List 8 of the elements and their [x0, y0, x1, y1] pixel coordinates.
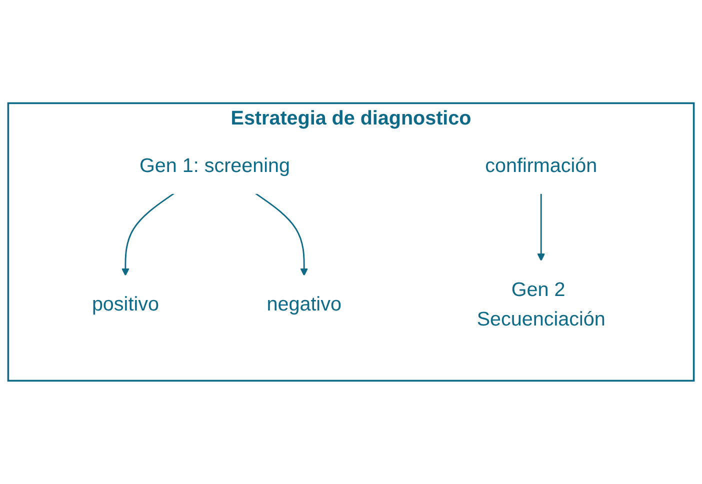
arrow	[537, 194, 546, 262]
arrow	[122, 192, 174, 276]
arrow	[255, 192, 308, 276]
node-text: positivo	[92, 292, 159, 316]
node-text: confirmación	[485, 154, 598, 176]
node-text: Gen 2 Secuenciación	[476, 278, 606, 330]
node-text: Gen 1: screening	[140, 154, 290, 176]
node-text: negativo	[266, 292, 342, 316]
